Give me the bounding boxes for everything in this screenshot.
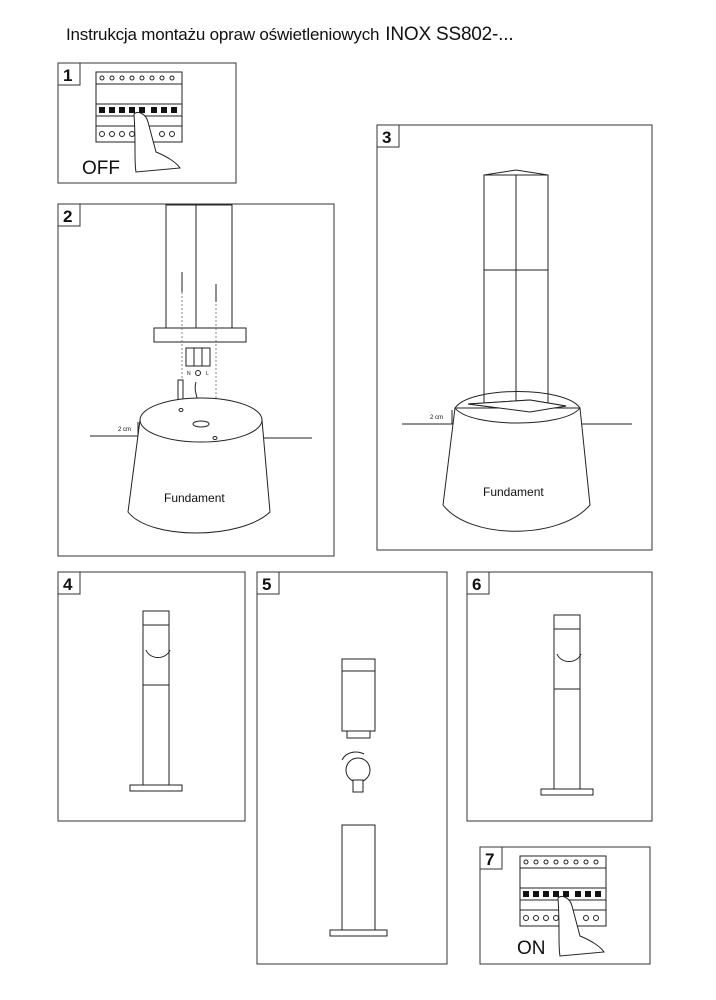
step-number: 7 xyxy=(485,850,494,869)
step-5-panel: 5 xyxy=(256,571,448,965)
foundation-label: Fundament xyxy=(164,491,225,505)
foundation-icon: 2 cm Fundament xyxy=(402,391,632,532)
step-number: 1 xyxy=(63,66,72,85)
document-title: Instrukcja montażu opraw oświetleniowych… xyxy=(66,24,514,46)
terminal-n-label: N xyxy=(187,371,191,377)
step-number: 5 xyxy=(262,575,271,594)
foundation-label: Fundament xyxy=(483,485,544,499)
step-7-panel: 7 ON xyxy=(479,846,651,965)
lamp-head-icon xyxy=(341,658,376,739)
height-label: 2 cm xyxy=(118,427,131,433)
step-number: 6 xyxy=(472,575,481,594)
step-2-panel: 2 N L 2 cm Fun xyxy=(57,203,335,557)
lamp-post-body-icon xyxy=(329,824,388,937)
step-1-label: OFF xyxy=(82,158,120,179)
step-3-panel: 3 2 cm Fundament xyxy=(376,124,653,551)
step-number: 4 xyxy=(63,575,73,594)
title-text: Instrukcja montażu opraw oświetleniowych xyxy=(66,25,380,44)
step-number: 2 xyxy=(63,207,72,226)
step-1-panel: 1 OFF xyxy=(57,62,237,184)
lamp-post-base-icon: N L xyxy=(153,204,247,432)
foundation-icon: 2 cm Fundament xyxy=(90,397,312,534)
height-label: 2 cm xyxy=(430,415,443,421)
step-7-label: ON xyxy=(517,938,546,959)
step-6-panel: 6 xyxy=(466,571,653,822)
rotate-arrow-icon xyxy=(145,649,171,658)
light-bulb-icon xyxy=(341,751,371,793)
rotate-arrow-icon xyxy=(556,653,582,662)
title-model: INOX SS802-... xyxy=(385,24,514,45)
step-4-panel: 4 xyxy=(57,571,246,822)
step-number: 3 xyxy=(382,128,391,147)
terminal-l-label: L xyxy=(206,371,209,377)
